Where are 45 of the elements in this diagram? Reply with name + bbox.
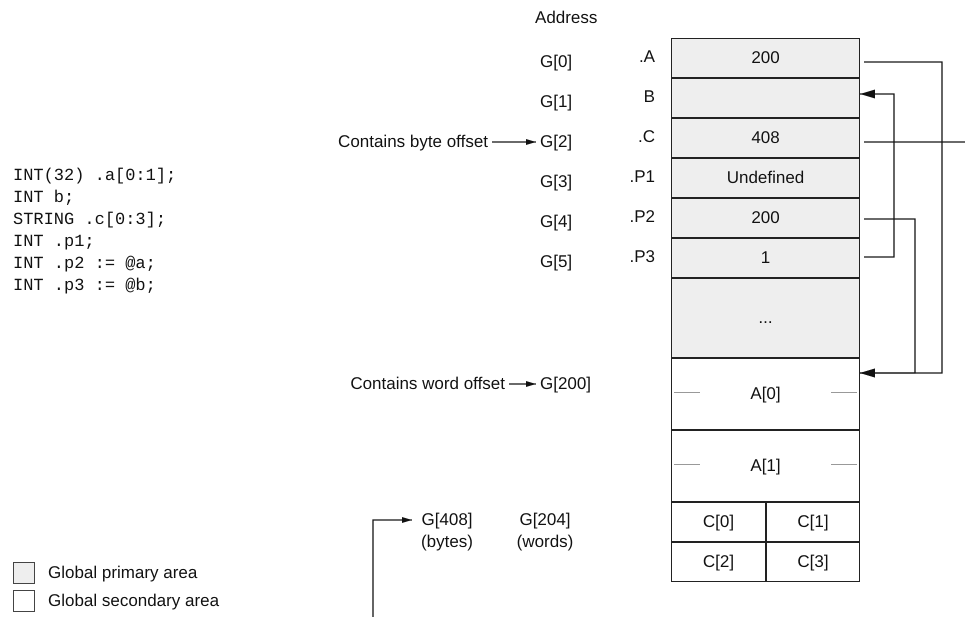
column-heading: Address xyxy=(535,8,598,28)
legend-label: Global primary area xyxy=(48,563,198,583)
address-label: G[5] xyxy=(540,252,572,272)
byte-cell: C[1] xyxy=(766,502,860,542)
connector-line xyxy=(864,141,965,143)
byte-cell: C[3] xyxy=(766,542,860,582)
legend-label: Global secondary area xyxy=(48,591,220,611)
annotation: Contains byte offset xyxy=(338,132,488,152)
address-label: G[204] (words) xyxy=(516,509,574,553)
memory-word: 408 xyxy=(671,118,860,158)
variable-name: B xyxy=(644,87,655,107)
memory-word: A[1] xyxy=(671,430,860,502)
annotation: Contains word offset xyxy=(350,374,505,394)
code-line: INT .p1; xyxy=(13,233,95,252)
memory-word: A[0] xyxy=(671,358,860,430)
memory-gap: ... xyxy=(671,278,860,358)
memory-word: 1 xyxy=(671,238,860,278)
variable-name: .P2 xyxy=(629,207,655,227)
address-label: G[3] xyxy=(540,172,572,192)
code-line: INT b; xyxy=(13,189,74,208)
variable-name: .P3 xyxy=(629,247,655,267)
variable-name: .P1 xyxy=(629,167,655,187)
arrow xyxy=(509,381,536,387)
address-label: G[408] (bytes) xyxy=(416,509,478,553)
arrow xyxy=(492,139,536,145)
arrow xyxy=(860,90,895,258)
code-line: STRING .c[0:3]; xyxy=(13,211,166,230)
address-label: G[2] xyxy=(540,132,572,152)
code-line: INT .p3 := @b; xyxy=(13,277,156,296)
code-line: INT(32) .a[0:1]; xyxy=(13,167,176,186)
address-label: G[0] xyxy=(540,52,572,72)
memory-word: Undefined xyxy=(671,158,860,198)
byte-cell: C[0] xyxy=(671,502,766,542)
arrow xyxy=(860,218,916,378)
code-line: INT .p2 := @a; xyxy=(13,255,156,274)
variable-name: .C xyxy=(638,127,655,147)
arrow xyxy=(372,517,412,617)
variable-name: .A xyxy=(638,47,655,67)
address-label: G[4] xyxy=(540,212,572,232)
memory-word: 200 xyxy=(671,38,860,78)
memory-word xyxy=(671,78,860,118)
address-label: G[1] xyxy=(540,92,572,112)
memory-word: 200 xyxy=(671,198,860,238)
byte-cell: C[2] xyxy=(671,542,766,582)
address-label: G[200] xyxy=(540,374,592,394)
